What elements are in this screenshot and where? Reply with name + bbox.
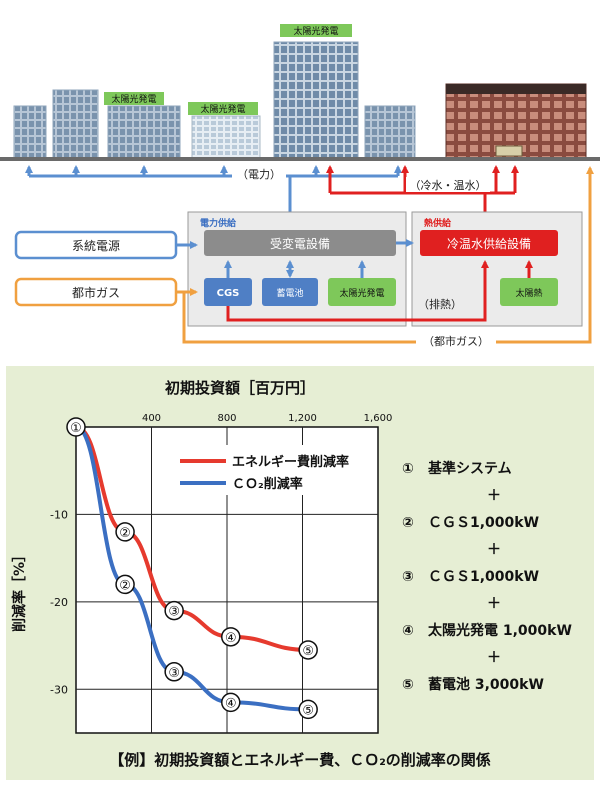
list-num-5: ⑤ xyxy=(402,677,414,693)
x-tick-label: 800 xyxy=(217,413,236,424)
chart-caption: 【例】初期投資額とエネルギー費、ＣＯ₂の削減率の関係 xyxy=(109,751,491,769)
chart-ylabel: 削減率［%］ xyxy=(11,548,28,632)
list-text-5: 蓄電池 3,000kW xyxy=(428,676,544,693)
data-point-label: ⑤ xyxy=(302,703,314,718)
list-plus-1: ＋ xyxy=(487,488,501,504)
electricity-label: （電力） xyxy=(237,168,281,181)
list-text-1: 基準システム xyxy=(428,460,512,477)
battery-box xyxy=(262,278,318,306)
list-text-3: ＣＧＳ1,000kW xyxy=(428,569,539,585)
electric-bus xyxy=(25,165,402,230)
x-tick-label: 400 xyxy=(142,413,161,424)
internal-arrows xyxy=(224,260,533,322)
list-num-4: ④ xyxy=(402,623,414,639)
data-point-marker xyxy=(221,627,241,647)
legend-label-co2: ＣＯ₂削減率 xyxy=(232,476,303,492)
data-point-label: ⑤ xyxy=(302,644,314,659)
ground-line xyxy=(0,157,600,161)
plant-window xyxy=(495,145,523,157)
x-tick-label: 1,600 xyxy=(364,413,393,424)
list-plus-3: ＋ xyxy=(487,596,501,612)
x-tick-labels: 400 800 1,200 1,600 xyxy=(142,413,392,424)
series-line-1 xyxy=(75,425,309,712)
data-point-marker xyxy=(298,640,318,660)
solar-label-bg-2 xyxy=(188,102,258,115)
chart-title: 初期投資額［百万円］ xyxy=(165,379,315,397)
grid-source-label: 系統電源 xyxy=(72,239,120,253)
list-plus-4: ＋ xyxy=(487,650,501,666)
list-text-4: 太陽光発電 1,000kW xyxy=(428,622,572,639)
water-label-bg xyxy=(406,177,490,192)
data-point-marker xyxy=(164,662,184,682)
water-label: （冷水・温水） xyxy=(410,179,487,192)
solar-heat-label: 太陽熱 xyxy=(515,287,542,299)
energy-system-diagram: 太陽光発電 太陽光発電 太陽光発電 （電力） xyxy=(0,24,600,349)
list-num-2: ② xyxy=(402,515,414,531)
data-point-label: ④ xyxy=(225,631,237,646)
data-point-label: ② xyxy=(119,578,131,593)
solar-power-box xyxy=(328,278,396,306)
buildings xyxy=(13,41,587,159)
exhaust-heat-label: （排熱） xyxy=(418,297,462,311)
building-1 xyxy=(13,105,47,159)
legend-box xyxy=(170,445,370,495)
plant-room xyxy=(446,84,586,94)
data-point-label: ① xyxy=(70,421,82,436)
solar-label-2: 太陽光発電 xyxy=(200,103,245,115)
chart-series: ① ② ③ ④ ⑤ ② ③ ④ ⑤ xyxy=(66,417,318,720)
gas-lines xyxy=(176,166,594,344)
list-text-2: ＣＧＳ1,000kW xyxy=(428,515,539,531)
substation-label: 受変電設備 xyxy=(270,236,330,251)
y-tick-label: -30 xyxy=(50,683,68,696)
building-6 xyxy=(364,105,416,159)
chiller-box xyxy=(420,230,558,256)
city-gas-label: 都市ガス xyxy=(72,285,120,300)
solar-label-1: 太陽光発電 xyxy=(111,93,156,105)
data-point-label: ② xyxy=(119,526,131,541)
electricity-label-bg xyxy=(232,166,286,182)
gas-paren-label: （都市ガス） xyxy=(423,334,489,348)
data-point-marker xyxy=(164,600,184,621)
cgs-label: CGS xyxy=(217,288,240,299)
solar-label-bg-1 xyxy=(104,92,164,105)
battery-label: 蓄電池 xyxy=(276,287,303,299)
chart-legend: エネルギー費削減率 ＣＯ₂削減率 xyxy=(170,445,370,495)
data-point-label: ④ xyxy=(225,696,237,711)
building-3 xyxy=(107,105,181,159)
data-point-marker xyxy=(221,692,241,713)
power-supply-title: 電力供給 xyxy=(200,217,237,229)
data-point-marker xyxy=(115,574,135,595)
data-point-marker xyxy=(66,417,86,437)
data-point-marker xyxy=(115,522,135,542)
gas-paren-bg xyxy=(416,333,496,349)
data-point-label: ③ xyxy=(168,605,180,620)
solar-label-bg-3 xyxy=(280,24,352,37)
cgs-box xyxy=(204,278,252,306)
building-2 xyxy=(52,89,99,159)
substation-box xyxy=(204,230,396,256)
heat-supply-title: 熱供給 xyxy=(424,217,452,229)
legend-label-energy: エネルギー費削減率 xyxy=(232,454,349,470)
chiller-label: 冷温水供給設備 xyxy=(447,236,531,251)
building-4 xyxy=(191,115,261,159)
building-5 xyxy=(273,41,359,159)
power-supply-panel xyxy=(187,211,407,327)
list-num-1: ① xyxy=(402,461,414,477)
list-num-3: ③ xyxy=(402,569,414,585)
list-plus-2: ＋ xyxy=(487,542,501,558)
solar-power-label: 太陽光発電 xyxy=(339,287,384,299)
system-list: ① 基準システム ＋ ② ＣＧＳ1,000kW ＋ ③ ＣＧＳ1,000kW ＋… xyxy=(402,460,572,693)
x-tick-label: 1,200 xyxy=(288,413,317,424)
y-tick-label: -10 xyxy=(50,508,68,521)
y-tick-labels: -10 -20 -30 xyxy=(50,508,68,696)
solar-heat-box xyxy=(500,278,558,306)
data-point-label: ③ xyxy=(168,666,180,681)
data-point-marker xyxy=(298,699,318,720)
y-tick-label: -20 xyxy=(50,596,68,609)
solar-label-3: 太陽光発電 xyxy=(293,25,338,37)
